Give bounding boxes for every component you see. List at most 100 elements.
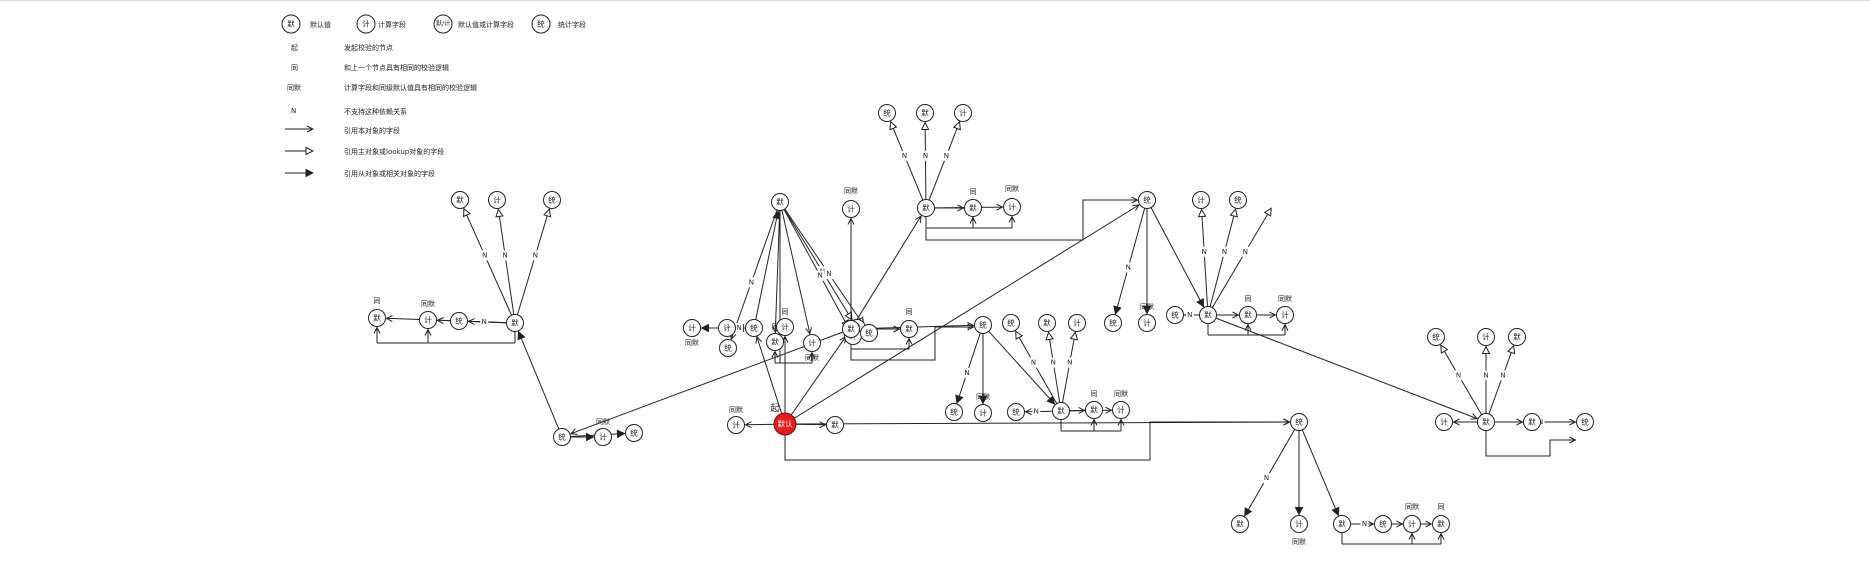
marker-label: 同默 [596, 417, 610, 426]
svg-text:统: 统 [979, 320, 987, 330]
node-s3: 计 [776, 318, 794, 336]
svg-text:计: 计 [424, 315, 432, 325]
edge-b-b5 [783, 209, 848, 328]
n-labels-layer: NNNNNNNNNNNNNNNNNNNNNNNNNNNNN [480, 150, 1545, 529]
n-label: N [1067, 359, 1072, 367]
node-h1: 统 [1007, 403, 1025, 421]
n-label-bg [1220, 246, 1229, 257]
top-border [0, 0, 1870, 1]
svg-text:统: 统 [558, 432, 566, 442]
n-label: N [1264, 474, 1269, 482]
svg-text:默: 默 [1482, 417, 1490, 427]
route-e-to-g [850, 327, 974, 361]
svg-text:统: 统 [724, 343, 732, 353]
route-start-to-l [784, 422, 1290, 461]
edge-S-s1 [746, 424, 777, 425]
node-l2: 计 [1290, 515, 1308, 533]
svg-text:默/计: 默/计 [436, 20, 450, 28]
edge-i-j [1150, 207, 1204, 307]
node-k2: 计 [1477, 328, 1495, 346]
svg-text:默: 默 [1043, 318, 1051, 328]
svg-text:计: 计 [1295, 519, 1303, 529]
node-m3: 统 [1374, 515, 1392, 533]
n-label: N [1187, 311, 1192, 319]
svg-text:计: 计 [1440, 417, 1448, 427]
n-label: N [944, 152, 949, 160]
node-b1: 统 [719, 339, 737, 357]
edge-e-f [855, 216, 922, 323]
n-label: N [1500, 371, 1505, 379]
legend-open-arrow-label: 引用本对象的字段 [344, 127, 400, 135]
edge-g-h [988, 330, 1055, 404]
marker-label: 同 [374, 297, 381, 305]
svg-text:统: 统 [1007, 318, 1015, 328]
node-c5: 计 [488, 191, 506, 209]
start-marker-layer: 起 [770, 403, 779, 414]
n-label: N [482, 251, 487, 259]
n-label: N [826, 270, 831, 278]
legend-calc-node: 计 [356, 14, 376, 34]
node-s1: 计 [727, 416, 745, 434]
marker-label: 同默 [976, 392, 990, 401]
node-f: 默 [917, 199, 935, 217]
node-d: 统 [553, 428, 571, 446]
node-e2: 默 [900, 320, 918, 338]
n-label-bg [921, 150, 930, 161]
svg-text:统: 统 [950, 407, 958, 417]
marker-label: 同默 [1005, 184, 1019, 193]
node-k6: 统 [1576, 413, 1594, 431]
node-j5: 统 [1229, 191, 1247, 209]
svg-text:默: 默 [1513, 332, 1521, 342]
edge-b-b2 [775, 210, 781, 333]
svg-text:默: 默 [921, 108, 929, 118]
svg-text:计: 计 [847, 204, 855, 214]
svg-text:默: 默 [847, 324, 855, 334]
n-label: N [902, 152, 907, 160]
legend-same-label: 和上一个节点具有相同的校验逻辑 [344, 64, 449, 72]
legend-same-symbol: 同 [291, 64, 298, 72]
svg-text:计: 计 [959, 108, 967, 118]
legend-stat-node: 统 [531, 14, 551, 34]
n-label: N [1202, 248, 1207, 256]
node-k5: 默 [1523, 413, 1541, 431]
legend-start-symbol: 起 [291, 44, 298, 52]
marker-label: 同默 [1140, 302, 1154, 311]
node-k: 默 [1477, 413, 1495, 431]
legend-default-label: 默认值 [310, 21, 331, 29]
svg-text:计: 计 [781, 322, 789, 332]
marker-label: 同默 [844, 186, 858, 195]
node-e1: 计 [842, 200, 860, 218]
n-label: N [502, 251, 507, 259]
svg-text:计: 计 [979, 408, 987, 418]
node-h4: 统 [1002, 314, 1020, 332]
node-l1: 默 [1231, 515, 1249, 533]
svg-text:默: 默 [1090, 405, 1098, 415]
marker-label: 同 [906, 308, 913, 316]
legend-n-symbol: N [291, 107, 297, 115]
edge-c-c4 [464, 209, 512, 316]
edge-b-b4 [783, 209, 852, 320]
node-k3: 默 [1508, 328, 1526, 346]
marker-label: 同 [1245, 295, 1252, 303]
svg-text:计: 计 [1482, 332, 1490, 342]
svg-text:统: 统 [455, 316, 463, 326]
node-j3: 默 [1239, 306, 1257, 324]
node-g1: 统 [945, 403, 963, 421]
n-label: N [964, 369, 969, 377]
node-f1: 默 [964, 199, 982, 217]
svg-text:计: 计 [723, 323, 731, 333]
node-a2: 计 [718, 319, 736, 337]
svg-text:统: 统 [548, 195, 556, 205]
svg-text:默认: 默认 [778, 419, 793, 429]
node-s4: 统 [745, 319, 763, 337]
node-k4: 计 [1435, 413, 1453, 431]
n-label: N [1126, 264, 1131, 272]
svg-text:计: 计 [1408, 519, 1416, 529]
n-label-bg [816, 270, 825, 281]
n-label: N [1362, 520, 1367, 528]
n-label: N [749, 278, 754, 286]
n-label-bg [501, 250, 510, 261]
n-label-bg [1499, 370, 1507, 381]
svg-text:统: 统 [1432, 332, 1440, 342]
svg-text:计: 计 [493, 195, 501, 205]
